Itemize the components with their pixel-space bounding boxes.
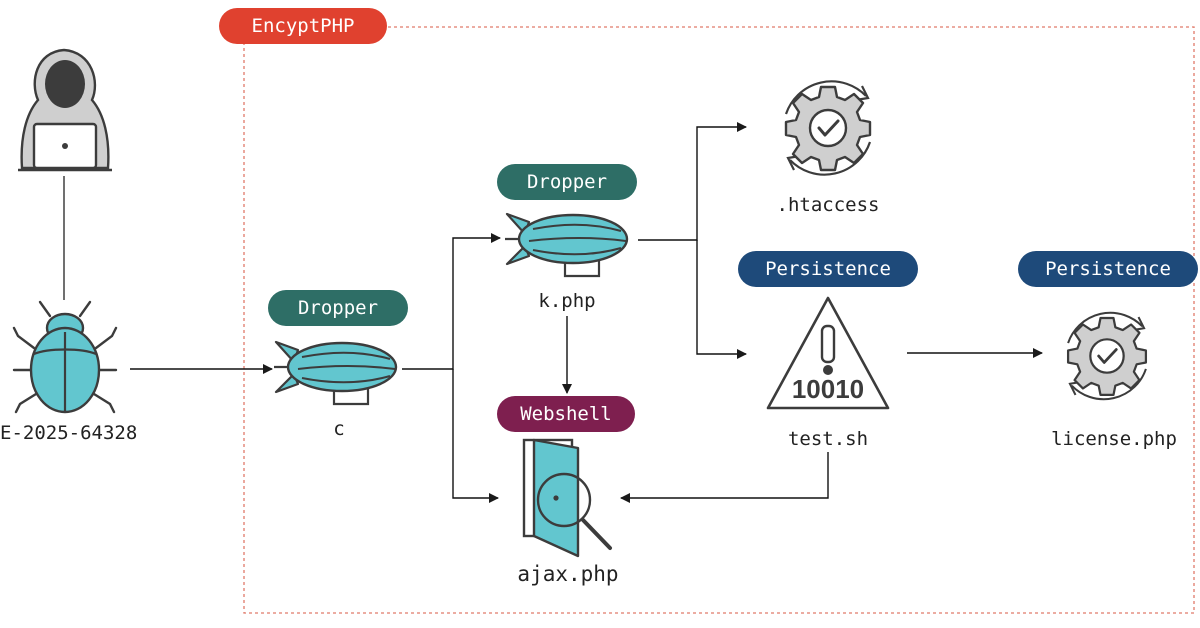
test-sh-tag: Persistence: [738, 251, 918, 287]
cve-label: E-2025-64328: [0, 422, 138, 444]
license-label: license.php: [1051, 428, 1177, 450]
arrow-test-to-ajax: [620, 452, 829, 503]
webshell-tag: Webshell: [497, 396, 635, 432]
webshell-label: ajax.php: [517, 562, 619, 586]
gear-check-icon: [784, 80, 872, 176]
htaccess-label: .htaccess: [776, 194, 880, 216]
dropper-k-tag: Dropper: [497, 164, 637, 200]
group-boundary: [243, 26, 1195, 614]
bug-icon: [12, 300, 118, 414]
test-sh-label: test.sh: [787, 428, 869, 450]
warning-binary-icon: 10010: [766, 296, 890, 410]
group-label-pill: EncyptPHP: [219, 8, 387, 44]
dropper-c-tag: Dropper: [268, 290, 408, 326]
arrow-k-to-htaccess: [638, 122, 747, 241]
license-tag: Persistence: [1018, 251, 1198, 287]
binary-glyph: 10010: [792, 374, 864, 404]
arrow-c-to-k: [402, 233, 501, 370]
gear-check-icon: [1066, 311, 1148, 401]
arrow-c-to-ajax: [452, 369, 499, 503]
airship-icon: [274, 340, 398, 406]
dropper-k-label: k.php: [538, 290, 596, 312]
dropper-c-label: c: [333, 418, 345, 440]
door-magnifier-icon: [522, 438, 612, 558]
hooded-hacker-icon: [18, 48, 112, 172]
airship-icon: [505, 212, 629, 278]
arrow-k-to-test: [696, 240, 747, 359]
